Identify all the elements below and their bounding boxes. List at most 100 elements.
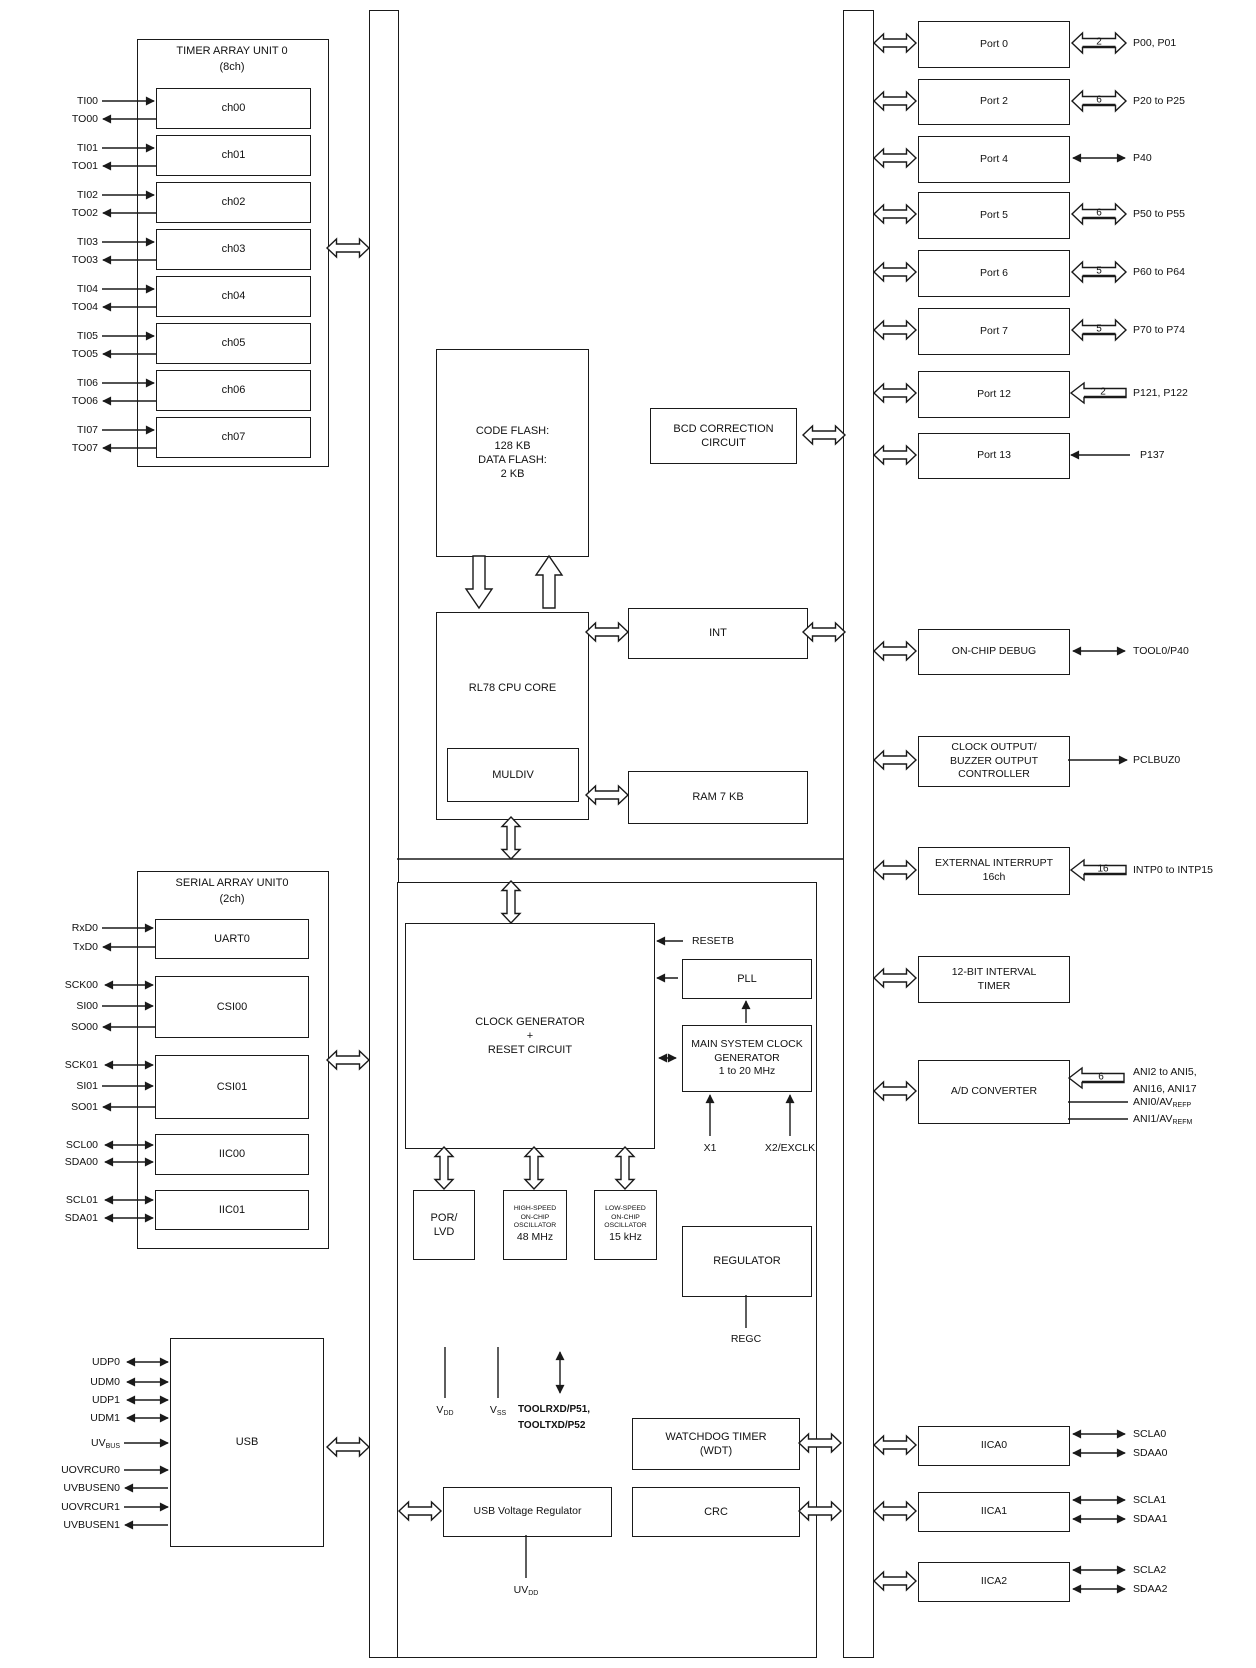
hso-line1: HIGH-SPEED xyxy=(513,1205,557,1213)
pin-regc: REGC xyxy=(730,1333,762,1345)
adc-pin3-sub: REFP xyxy=(1172,1102,1192,1109)
bus-arrow-ocd xyxy=(873,641,917,661)
tau-channel-label: ch03 xyxy=(221,243,246,256)
pin-to00: TO00 xyxy=(71,113,98,125)
lso-line3: OSCILLATOR xyxy=(604,1222,647,1230)
bus-arrow-cobz xyxy=(873,750,917,770)
sau-csi00: CSI00 xyxy=(155,976,309,1038)
tau-channel-ch03: ch03 xyxy=(156,229,311,270)
flash-line2: 128 KB xyxy=(494,439,531,452)
high-speed-osc-block: HIGH-SPEED ON-CHIP OSCILLATOR 48 MHz xyxy=(503,1190,567,1260)
arrow-cpu-int xyxy=(585,622,629,642)
msc-line1: MAIN SYSTEM CLOCK xyxy=(691,1038,803,1051)
bus-arrow-iica1 xyxy=(873,1501,917,1521)
tau-channel-ch04: ch04 xyxy=(156,276,311,317)
pin-uvbusen1: UVBUSEN1 xyxy=(63,1519,120,1531)
bus-arrow-port2 xyxy=(873,91,917,111)
hso-line2: ON-CHIP xyxy=(520,1213,550,1221)
wdt-line1: WATCHDOG TIMER xyxy=(665,1430,767,1443)
pin-to07: TO07 xyxy=(71,442,98,454)
pin-rxd0: RxD0 xyxy=(71,922,98,934)
iica0-block: IICA0 xyxy=(918,1426,1070,1466)
clockgen-line2: + xyxy=(526,1029,534,1042)
tau-channel-ch02: ch02 xyxy=(156,182,311,223)
numbered-arrow-adc: 6 xyxy=(1068,1067,1125,1089)
port4-pins: P40 xyxy=(1133,152,1152,164)
usb-voltage-regulator-block: USB Voltage Regulator xyxy=(443,1487,612,1537)
iica2-block: IICA2 xyxy=(918,1562,1070,1602)
pin-uvbus: UVBUS xyxy=(28,1437,120,1451)
bus-arrow-port12 xyxy=(873,383,917,403)
sau-iic00: IIC00 xyxy=(155,1134,309,1175)
pin-to03: TO03 xyxy=(71,254,98,266)
sau-block-label: IIC00 xyxy=(218,1148,246,1161)
clock-generator-block: CLOCK GENERATOR + RESET CIRCUIT xyxy=(405,923,655,1149)
numbered-arrow-port12: 2 xyxy=(1070,382,1127,404)
tau-channel-ch06: ch06 xyxy=(156,370,311,411)
pin-vss: VSS xyxy=(478,1404,518,1418)
cobz-line3: CONTROLLER xyxy=(958,768,1030,781)
bcd-line1: BCD CORRECTION xyxy=(673,422,774,435)
watchdog-timer-block: WATCHDOG TIMER (WDT) xyxy=(632,1418,800,1470)
pin-udp1: UDP1 xyxy=(91,1394,120,1406)
iica-label: IICA1 xyxy=(980,1505,1008,1518)
crc-block: CRC xyxy=(632,1487,800,1537)
pin-so01: SO01 xyxy=(71,1101,98,1113)
port-label: Port 12 xyxy=(977,387,1011,400)
pin-so00: SO00 xyxy=(71,1021,98,1033)
port5-pins: P50 to P55 xyxy=(1133,208,1185,220)
low-speed-osc-block: LOW-SPEED ON-CHIP OSCILLATOR 15 kHz xyxy=(594,1190,657,1260)
pin-txd0: TxD0 xyxy=(72,941,98,953)
pin-ti02: TI02 xyxy=(76,189,98,201)
port-label: Port 13 xyxy=(977,449,1011,462)
port-label: Port 2 xyxy=(979,95,1008,108)
cobz-pin: PCLBUZ0 xyxy=(1133,754,1181,766)
numbered-arrow-port6: 5 xyxy=(1071,261,1127,283)
numbered-arrow-port7: 5 xyxy=(1071,319,1127,341)
pin-sck01: SCK01 xyxy=(64,1059,98,1071)
bus-arrow-usb xyxy=(326,1437,370,1457)
tau-channel-ch05: ch05 xyxy=(156,323,311,364)
adc-pin2: ANI16, ANI17 xyxy=(1133,1083,1197,1095)
port-label: Port 4 xyxy=(979,152,1008,165)
pin-tooltxd: TOOLTXD/P52 xyxy=(518,1420,586,1431)
muldiv-label: MULDIV xyxy=(492,768,534,781)
bus-arrow-port4 xyxy=(873,148,917,168)
interval-timer-block: 12-BIT INTERVAL TIMER xyxy=(918,956,1070,1003)
tau-channel-label: ch02 xyxy=(221,196,246,209)
bus-arrow-iica2 xyxy=(873,1571,917,1591)
on-chip-debug-block: ON-CHIP DEBUG xyxy=(918,629,1070,675)
port7-block: Port 7 xyxy=(918,308,1070,355)
sau-csi01: CSI01 xyxy=(155,1055,309,1119)
numbered-arrow-port2: 6 xyxy=(1071,90,1127,112)
pin-ti04: TI04 xyxy=(76,283,98,295)
bus-arrow-port6 xyxy=(873,262,917,282)
internal-bus-left xyxy=(369,10,399,1658)
port7-width: 5 xyxy=(1096,324,1102,335)
pin-si00: SI00 xyxy=(76,1000,98,1012)
bus-arrow-iica0 xyxy=(873,1435,917,1455)
arrow-flash-to-cpu xyxy=(465,555,493,609)
pin-uvbusen0: UVBUSEN0 xyxy=(63,1482,120,1494)
port12-width: 2 xyxy=(1100,387,1106,398)
pin-to04: TO04 xyxy=(71,301,98,313)
pin-uvdd-sub: DD xyxy=(528,1590,539,1597)
pin-udp0: UDP0 xyxy=(91,1356,120,1368)
sau-block-label: UART0 xyxy=(214,932,250,945)
pin-sda00: SDA00 xyxy=(64,1156,98,1168)
bus-arrow-port0 xyxy=(873,33,917,53)
extint-line2: 16ch xyxy=(982,871,1006,883)
adc-pin1: ANI2 to ANI5, xyxy=(1133,1066,1197,1078)
ivt-line1: 12-BIT INTERVAL xyxy=(951,965,1037,978)
external-interrupt-block: EXTERNAL INTERRUPT 16ch xyxy=(918,847,1070,895)
tau-channel-label: ch05 xyxy=(221,337,246,350)
iica-label: IICA0 xyxy=(980,1439,1008,1452)
tau-title-line1: TIMER ARRAY UNIT 0 xyxy=(176,45,288,57)
pin-sda01: SDA01 xyxy=(64,1212,98,1224)
pin-si01: SI01 xyxy=(76,1080,98,1092)
wdt-line2: (WDT) xyxy=(699,1445,733,1457)
pin-to01: TO01 xyxy=(71,160,98,172)
extint-width: 16 xyxy=(1097,864,1109,875)
sau-uart0: UART0 xyxy=(155,919,309,959)
